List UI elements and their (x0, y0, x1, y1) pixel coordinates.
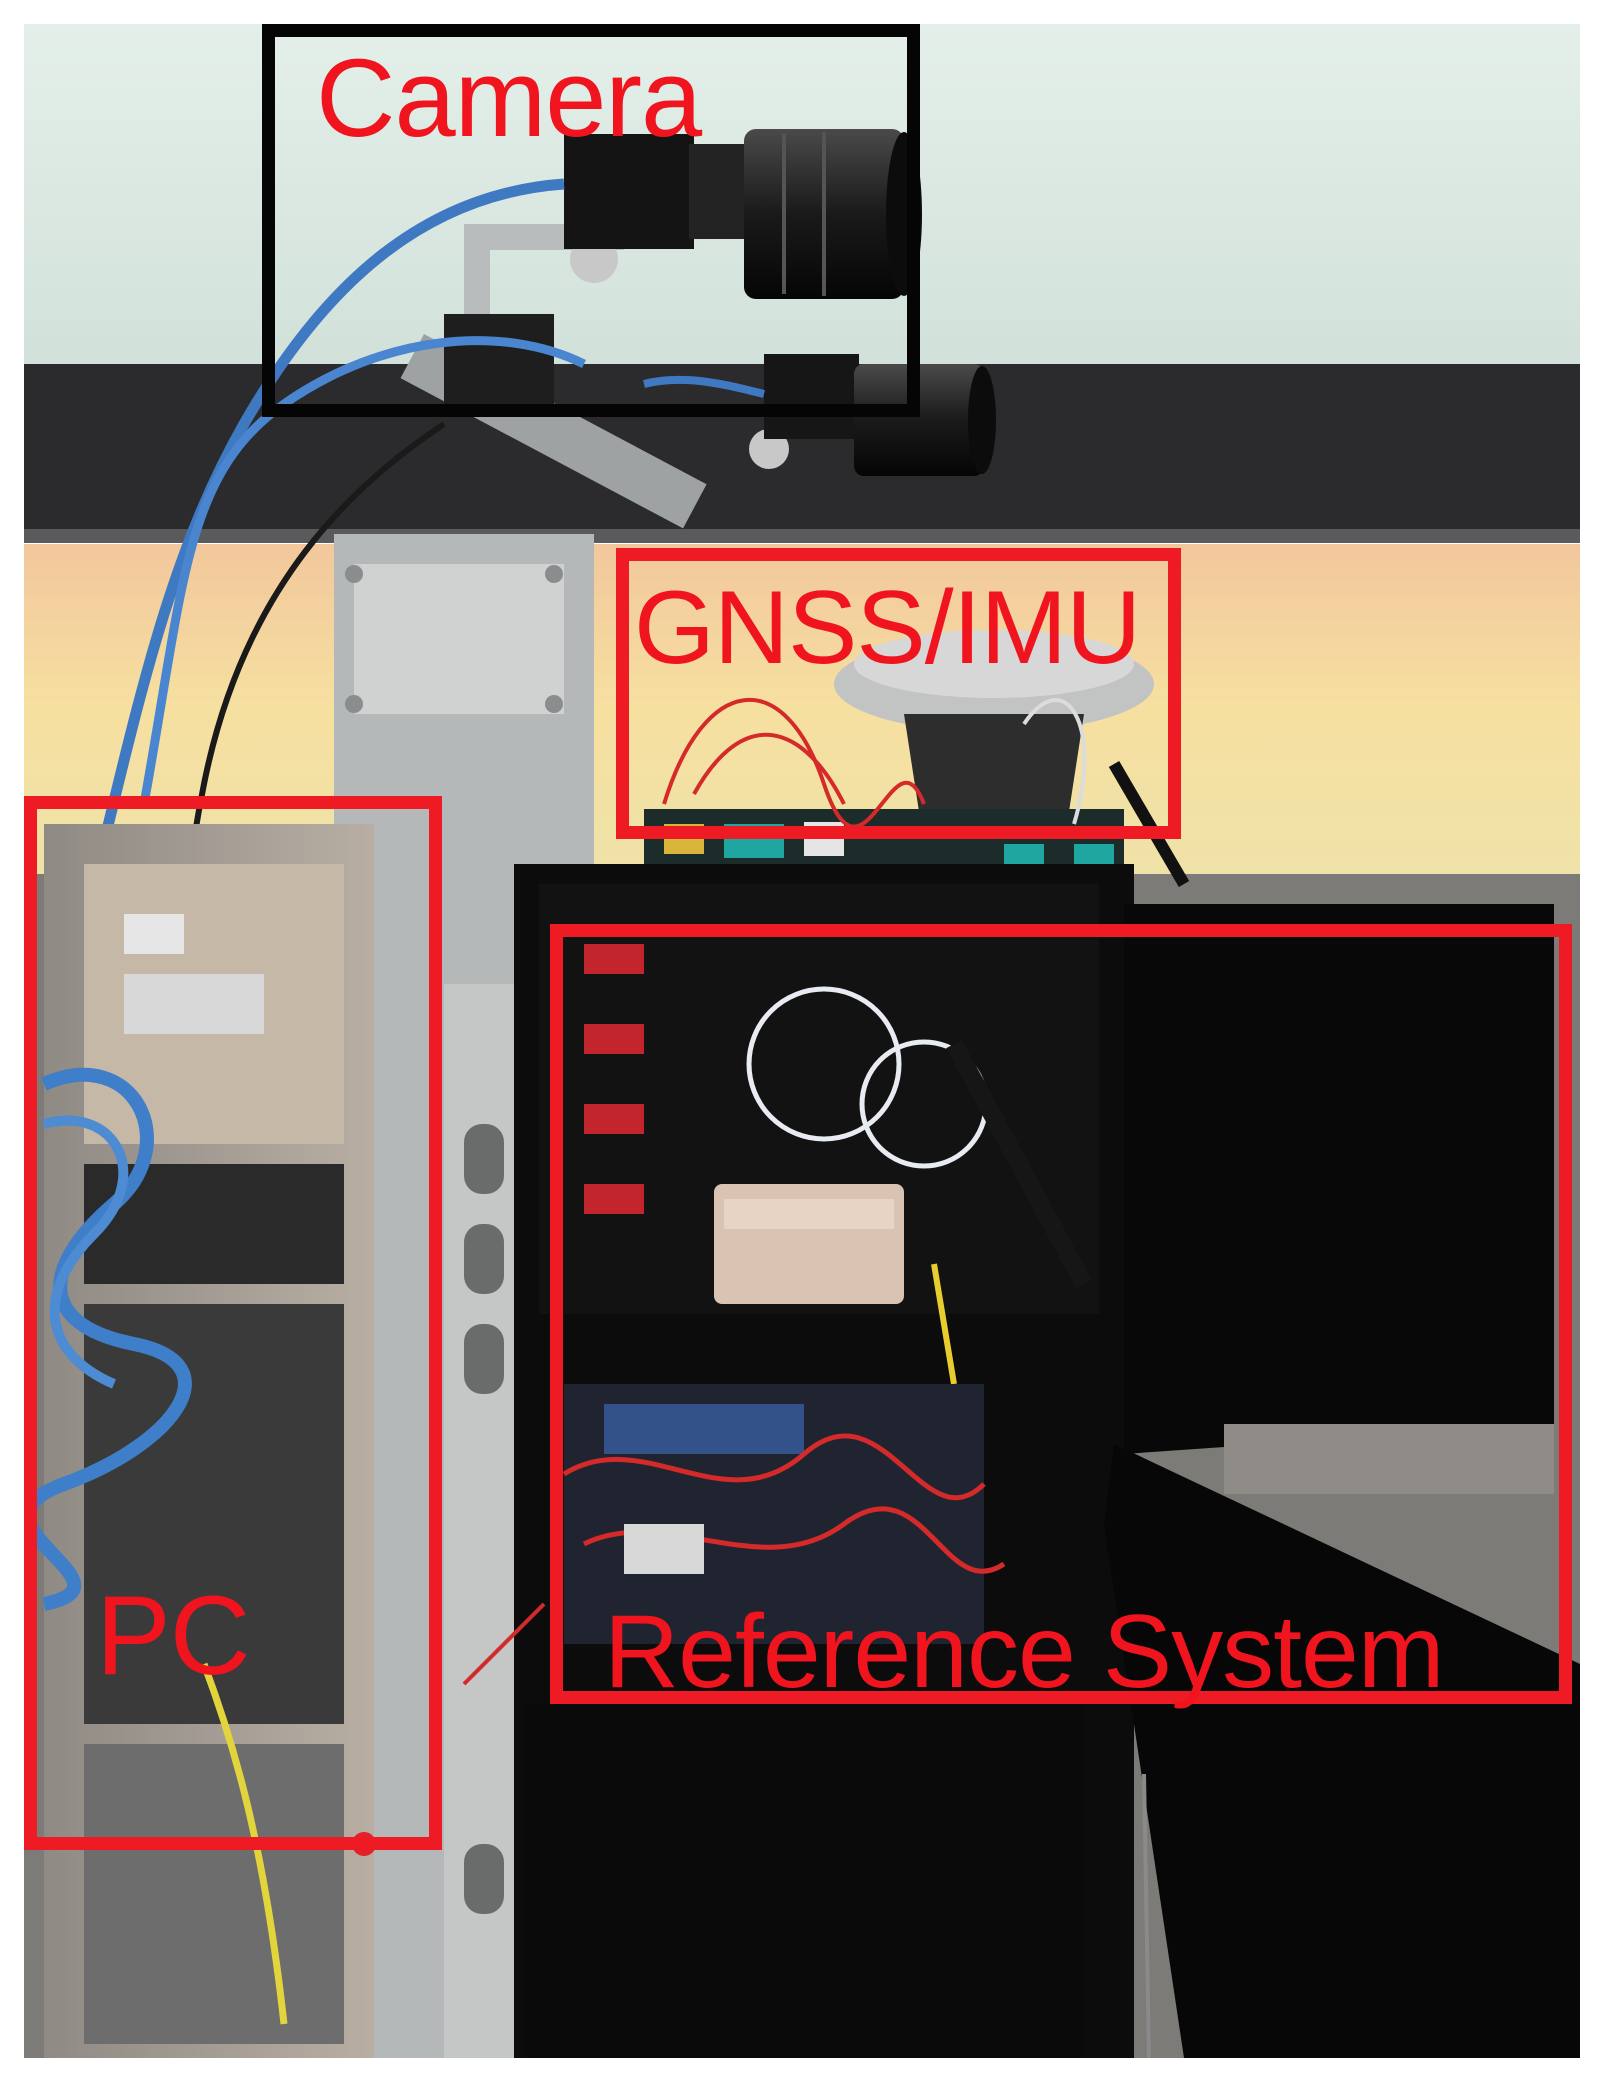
camera-frame (262, 24, 920, 417)
reference-system-frame (550, 924, 1572, 1704)
camera-body-1 (564, 134, 694, 249)
photo-scene (24, 24, 1580, 2058)
blue-coil (24, 1067, 192, 1611)
setup-photo: Camera GNSS/IMU PC Reference System (24, 24, 1580, 2058)
white-cable (746, 986, 902, 1142)
camera-lens-2 (854, 364, 984, 476)
pc-label: PC (96, 1573, 251, 1698)
reference-system-label: Reference System (604, 1594, 1444, 1710)
gnss-imu-label: GNSS/IMU (634, 570, 1141, 686)
cabinet-door (1124, 904, 1554, 1454)
gnss-imu-frame (616, 548, 1181, 839)
pc-frame (24, 796, 442, 1850)
camera-body-2 (764, 354, 859, 439)
camera-label: Camera (316, 37, 702, 160)
